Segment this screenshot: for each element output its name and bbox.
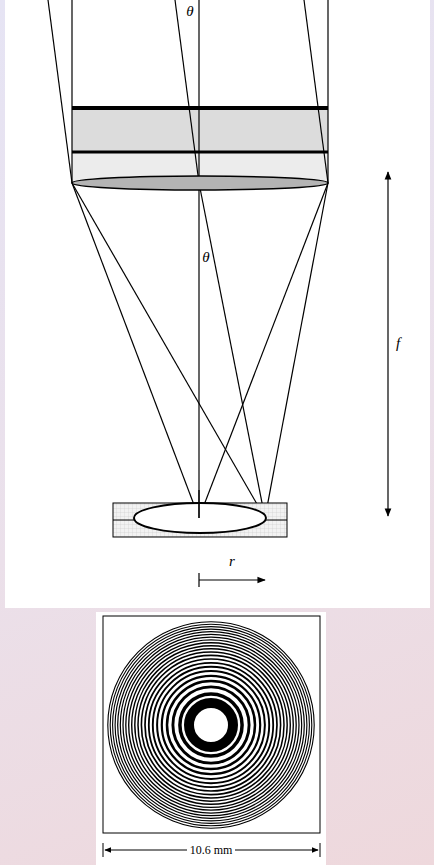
fringe <box>157 671 265 779</box>
ray <box>71 0 72 183</box>
fringe <box>138 652 284 798</box>
ray <box>72 183 265 518</box>
dimension-label: 10.6 mm <box>187 844 236 857</box>
ray <box>198 490 199 518</box>
fringe <box>153 667 269 783</box>
fringe <box>173 687 249 763</box>
fringe <box>126 640 296 810</box>
focal-length-arrow <box>387 172 388 516</box>
ray <box>199 183 328 518</box>
lens <box>72 176 328 190</box>
etalon-plate <box>72 106 328 110</box>
light-rays <box>48 0 328 518</box>
etalon-plate <box>72 151 328 154</box>
fringe <box>189 703 233 747</box>
ray <box>304 0 328 183</box>
angle-label: θ <box>201 250 210 266</box>
fringe <box>132 646 291 805</box>
fringe <box>123 637 299 813</box>
fringe <box>167 681 255 769</box>
dimension-tick <box>103 843 104 857</box>
fringe <box>113 627 310 824</box>
fringe-ring <box>134 503 266 533</box>
white-panel <box>5 0 430 608</box>
ray <box>198 0 199 183</box>
ray <box>265 183 328 518</box>
fringe <box>149 663 273 787</box>
fringe <box>180 694 242 756</box>
ray <box>327 0 328 183</box>
radius-label: r <box>228 554 236 570</box>
fringe <box>162 676 260 774</box>
fringe <box>115 629 307 821</box>
fringe <box>118 632 305 819</box>
ray <box>199 183 265 518</box>
etalon-gap <box>72 110 328 152</box>
detector <box>113 503 287 537</box>
fringe <box>120 634 301 815</box>
interference-fringes <box>108 622 314 828</box>
radius-arrow <box>199 579 265 580</box>
dimension-tick <box>320 843 321 857</box>
fringe <box>110 624 312 826</box>
fringe <box>141 655 280 794</box>
focal-length-label: f <box>395 336 401 352</box>
ray <box>198 183 199 518</box>
ray <box>175 0 199 183</box>
angle-label: θ <box>185 4 194 20</box>
fringe <box>135 649 287 801</box>
image-frame <box>103 616 320 833</box>
white-panel <box>96 612 326 865</box>
fringe <box>108 622 314 828</box>
fringe <box>145 659 277 791</box>
fringe <box>129 643 294 808</box>
ray <box>48 0 72 183</box>
ray <box>72 183 199 518</box>
